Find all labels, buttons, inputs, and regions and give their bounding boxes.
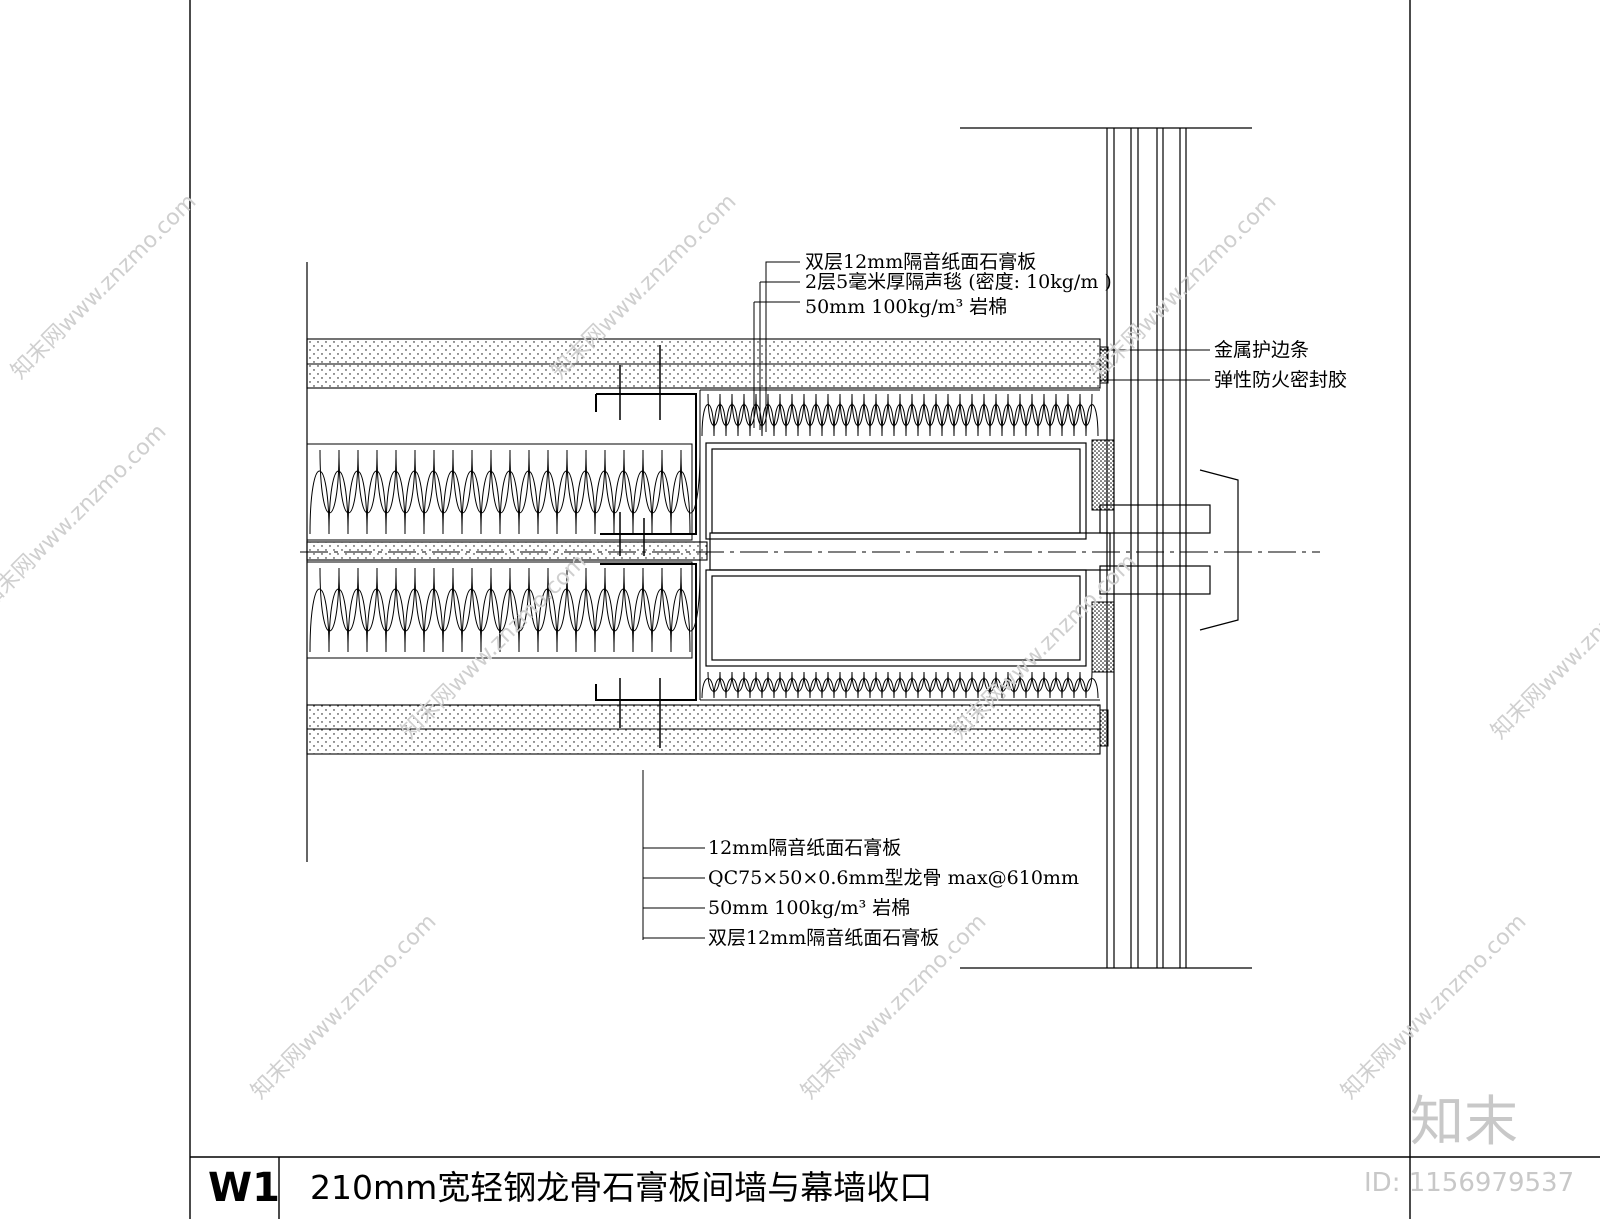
mullion-cover-box — [705, 442, 1087, 667]
note-top-1: 双层12mm隔音纸面石膏板 — [805, 250, 1036, 273]
acoustic-blanket-strips — [699, 389, 1100, 701]
leader-lines — [642, 261, 1210, 940]
note-right-1: 金属护边条 — [1214, 339, 1309, 361]
sheet-frame — [189, 0, 1600, 1219]
note-bottom-2: QC75×50×0.6mm型龙骨 max@610mm — [708, 867, 1079, 889]
note-right-2: 弹性防火密封胶 — [1214, 369, 1347, 391]
watermark-text: 知末网www.znzmo.com — [247, 909, 442, 1104]
note-bottom-4: 双层12mm隔音纸面石膏板 — [708, 926, 939, 949]
self-tapping-screws — [619, 345, 661, 748]
watermark-text: 知末网www.znzmo.com — [0, 419, 171, 614]
drawing-code: W1 — [208, 1165, 280, 1211]
watermark-text: 知末网www.znzmo.com — [1337, 909, 1532, 1104]
rock-wool-insulation-left — [306, 443, 701, 659]
drawing-title: 210mm宽轻钢龙骨石膏板间墙与幕墙收口 — [310, 1168, 932, 1207]
light-steel-studs — [595, 393, 697, 701]
note-bottom-3: 50mm 100kg/m³ 岩棉 — [708, 897, 910, 919]
curtain-wall-glazing — [960, 127, 1252, 969]
fire-sealant-blocks — [1091, 346, 1115, 747]
mullion-connector — [300, 469, 1320, 631]
note-top-2: 2层5毫米厚隔声毯 (密度: 10kg/m ) — [805, 271, 1112, 293]
watermark-logo: 知末 — [1410, 1090, 1518, 1153]
note-top-3: 50mm 100kg/m³ 岩棉 — [805, 296, 1007, 318]
note-bottom-1: 12mm隔音纸面石膏板 — [708, 836, 901, 859]
watermark-layer: 知末网www.znzmo.com 知末网www.znzmo.com 知末网www… — [0, 189, 1600, 1104]
watermark-text: 知末网www.znzmo.com — [1487, 549, 1600, 744]
watermark-text: 知末网www.znzmo.com — [7, 189, 202, 384]
watermark-id: ID: 1156979537 — [1364, 1168, 1574, 1198]
